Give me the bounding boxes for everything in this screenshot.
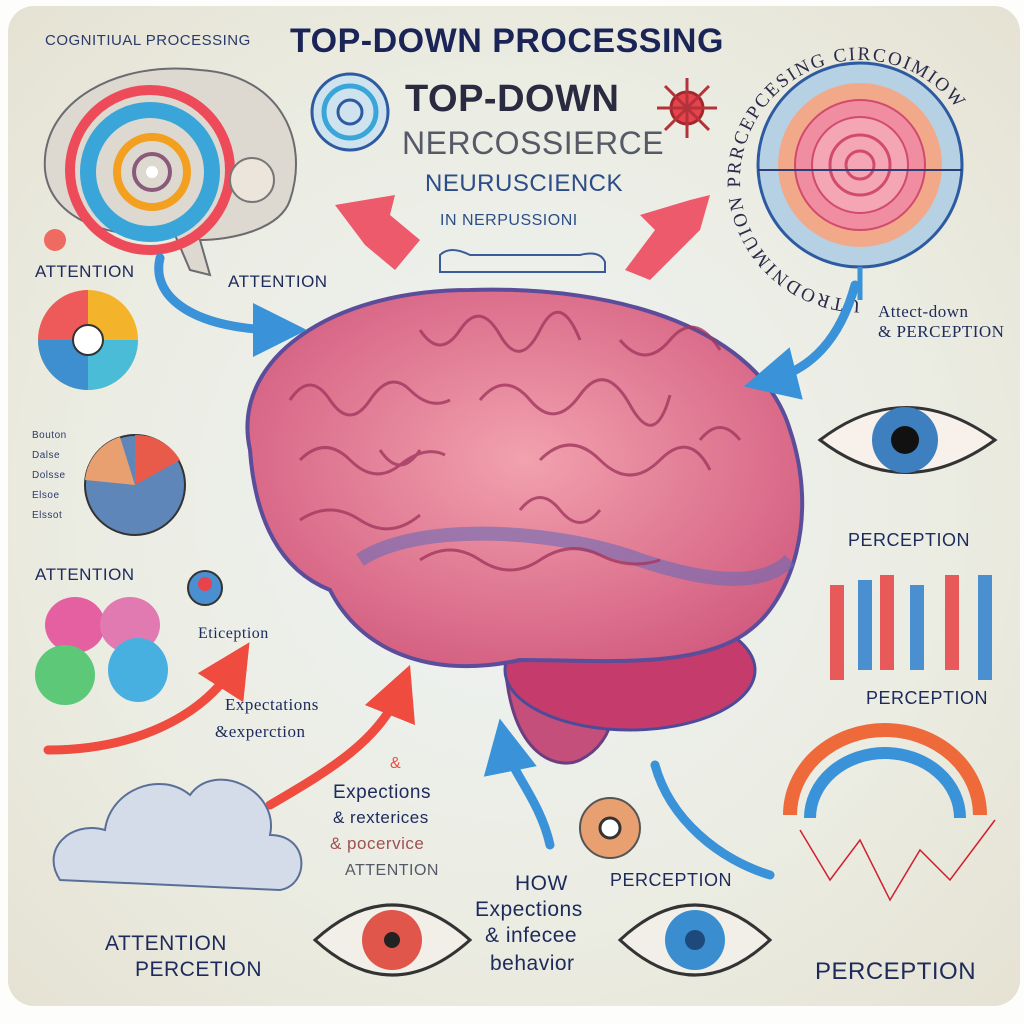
label-and-perception: & PERCEPTION <box>878 322 1005 341</box>
label-how-infecee: & infecee <box>485 924 578 947</box>
page-title: TOP-DOWN PROCESSING <box>290 22 724 60</box>
pencil-bar-chart <box>830 575 992 680</box>
label-experction: &experction <box>215 722 306 741</box>
label-percetion: PERCETION <box>135 958 263 981</box>
scroll-banner <box>439 249 606 273</box>
label-attention: ATTENTION <box>345 862 439 879</box>
pie-legend-label: Bouton <box>32 430 67 441</box>
blue-arrow-up <box>483 718 555 850</box>
label-expections: Expections <box>333 782 431 803</box>
ampersand-label: & <box>390 755 402 772</box>
concentric-target-icon <box>310 72 390 152</box>
colored-brain-icon <box>35 597 168 705</box>
label-attention: ATTENTION <box>228 272 328 291</box>
subtitle-in-perception: IN NERPUSSIONI <box>440 212 578 229</box>
label-attect-down: Attect-down <box>878 302 969 321</box>
label-etiception: Etiception <box>198 625 269 642</box>
label-attention: ATTENTION <box>105 932 227 955</box>
label-perception: PERCEPTION <box>610 870 733 890</box>
perception-target-circle: UTRODNIMUION PRRCEPCESING CIRCOIMIOW <box>724 44 968 316</box>
label-attention: ATTENTION <box>35 565 135 584</box>
subtitle-neuroscience-1: NERCOSSIERCE <box>402 125 665 161</box>
blue-curve <box>650 760 775 880</box>
rainbow-arc <box>783 723 996 902</box>
red-arrow-expectations <box>43 642 250 755</box>
red-arrow-right <box>625 195 710 280</box>
blue-arrow-attention <box>154 253 307 357</box>
cloud-illustration <box>52 778 303 892</box>
red-arrow-attention <box>265 664 416 810</box>
pie-legend-label: Elssot <box>32 510 63 521</box>
eyeball-icon <box>579 797 641 859</box>
label-how-expections: Expections <box>475 898 583 921</box>
pie-legend-label: Dolsse <box>32 470 66 481</box>
label-perception: PERCEPTION <box>866 688 989 708</box>
label-how: HOW <box>515 872 568 895</box>
subtitle-neuroscience-2: NEURUSCIENCK <box>425 170 624 197</box>
label-expectations: Expectations <box>225 695 319 714</box>
cognitive-processing-label: COGNITIUAL PROCESSING <box>45 32 251 49</box>
pie-chart <box>84 434 186 536</box>
label-pocervice: & pocervice <box>330 834 425 853</box>
subtitle-top-down: TOP-DOWN <box>405 78 620 120</box>
label-rexterices: & rexterices <box>333 808 429 827</box>
red-arrow-left <box>335 195 420 270</box>
label-perception: PERCEPTION <box>848 530 971 550</box>
main-brain <box>245 287 805 765</box>
label-perception: PERCEPTION <box>815 958 977 985</box>
neuron-star-icon <box>657 78 717 138</box>
label-how-behavior: behavior <box>490 952 575 975</box>
eye-illustration-right <box>817 406 998 474</box>
label-attention: ATTENTION <box>35 262 135 281</box>
side-brain-diagram <box>43 67 297 277</box>
blue-arrow-perception <box>743 280 860 400</box>
pie-legend-label: Dalse <box>32 450 61 461</box>
eye-red-iris <box>312 903 473 977</box>
pie-legend-label: Elsoe <box>32 490 60 501</box>
color-wheel-chart <box>38 290 138 390</box>
eye-blue-iris <box>617 903 773 977</box>
